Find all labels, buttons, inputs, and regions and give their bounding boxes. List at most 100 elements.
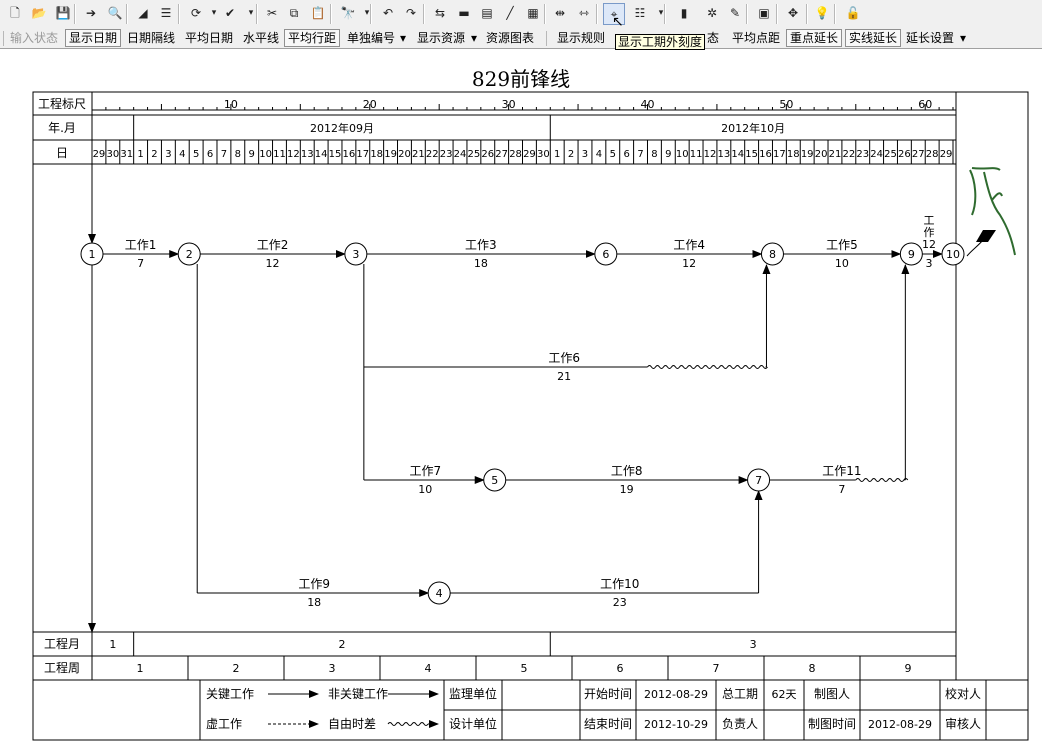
building-icon[interactable]: ▦ [527,6,539,20]
show-resource-dropdown-icon[interactable]: ▾ [471,31,478,45]
node-3[interactable] [344,242,368,266]
day-cell: 25 [884,149,897,160]
network-icon[interactable]: ⇆ [434,6,446,20]
show-resource-button[interactable]: 显示资源 [417,31,466,45]
day-cell: 16 [759,149,772,160]
task-name-2: 工作2 [257,238,289,252]
ruler-tick-label: 50 [779,98,793,111]
options-toolbar: 输入状态 显示日期 日期隔线 平均日期 水平线 平均行距 单独编号 ▾ 显示资源… [0,29,1042,49]
avg-date-button[interactable]: 平均日期 [185,31,234,45]
day-cell: 21 [829,149,842,160]
bar-red-icon[interactable]: ▬ [458,6,470,20]
merge-icon[interactable]: ⇿ [578,6,590,20]
key-extend-button[interactable]: 重点延长 [786,29,843,47]
find-icon[interactable]: 🔭 [340,6,356,20]
node-1[interactable] [80,242,104,266]
task-name-8: 工作7 [409,464,441,478]
split-icon[interactable]: ⇹ [554,6,566,20]
find-dropdown-icon[interactable]: ▾ [364,8,370,18]
new-icon[interactable]: 🗋 [10,6,20,20]
legend-free-float: 自由时差 [328,717,376,731]
day-cell: 29 [940,149,953,160]
undo-icon[interactable]: ↶ [382,6,394,20]
single-number-dropdown-icon[interactable]: ▾ [400,31,407,45]
day-cell: 9 [665,149,671,160]
single-number-button[interactable]: 单独编号 [347,31,396,45]
day-cell: 18 [370,149,383,160]
day-cell: 8 [651,149,657,160]
end-time-label: 结束时间 [584,717,632,731]
open-icon[interactable]: 📂 [31,6,47,20]
bulb-icon[interactable]: 💡 [814,6,830,20]
paste-icon[interactable]: 📋 [310,6,326,20]
node-8[interactable] [760,242,784,266]
line-icon[interactable]: ╱ [506,6,514,20]
day-cell: 18 [787,149,800,160]
day-cell: 19 [801,149,814,160]
separator [178,4,180,24]
print-preview-icon[interactable]: 🔍 [107,6,123,20]
day-cell: 13 [301,149,314,160]
chart-icon[interactable]: ▮ [680,6,688,20]
project-week-cell: 1 [137,662,144,675]
day-cell: 29 [93,149,106,160]
tooltip: 显示工期外刻度 [615,34,706,50]
node-9[interactable] [899,242,923,266]
redo-icon[interactable]: ↷ [405,6,417,20]
move-icon[interactable]: ✥ [787,6,799,20]
input-state-button[interactable]: 输入状态 [10,31,59,45]
node-4[interactable] [427,581,451,605]
format-icon[interactable]: ☰ [160,6,172,20]
avg-row-button[interactable]: 平均行距 [284,29,341,47]
mouse-cursor-icon: ↖ [612,14,624,30]
date-gap-button[interactable]: 日期隔线 [127,31,176,45]
check-icon[interactable]: ✔ [224,6,236,20]
align-icon[interactable]: ☷ [634,6,646,20]
triangle-icon[interactable]: ◢ [138,6,148,20]
day-cell: 26 [481,149,494,160]
day-cell: 19 [384,149,397,160]
designer-label: 设计单位 [449,716,497,731]
ruler-tick-label: 60 [918,98,932,111]
resource-icon[interactable]: ✲ [706,6,718,20]
show-rule-button[interactable]: 显示规则 [557,31,606,45]
task-duration-3: 18 [474,257,488,270]
drawer-label: 制图人 [814,687,850,701]
hline-button[interactable]: 水平线 [243,31,280,45]
align-dropdown-icon[interactable]: ▾ [658,8,664,18]
monitor-icon[interactable]: ▣ [758,6,770,20]
day-cell: 27 [495,149,508,160]
extend-settings-button[interactable]: 延长设置 [906,31,955,45]
time-scale-icon[interactable]: ⌖ [603,3,625,25]
node-5[interactable] [483,468,507,492]
node-6[interactable] [594,242,618,266]
node-2[interactable] [177,242,201,266]
day-cell: 16 [343,149,356,160]
bar-list-icon[interactable]: ▤ [481,6,493,20]
day-cell: 10 [676,149,689,160]
handwriting-scribble [969,167,1016,256]
extend-settings-dropdown-icon[interactable]: ▾ [960,31,967,45]
refresh-icon[interactable]: ⟳ [190,6,202,20]
cut-icon[interactable]: ✂ [266,6,278,20]
save-icon[interactable]: 💾 [55,6,71,20]
day-cell: 14 [731,149,744,160]
real-extend-button[interactable]: 实线延长 [845,29,902,47]
separator [370,4,372,24]
node-label-1: 1 [89,248,96,261]
show-date-button[interactable]: 显示日期 [65,29,122,47]
unlock-icon[interactable]: 🔓 [845,6,861,20]
refresh-dropdown-icon[interactable]: ▾ [211,8,217,18]
project-month-cell: 3 [750,638,757,651]
check-dropdown-icon[interactable]: ▾ [248,8,254,18]
ruler-tick-label: 40 [640,98,654,111]
state-button[interactable]: 态 [707,31,720,45]
avg-point-button[interactable]: 平均点距 [732,31,781,45]
node-10[interactable] [941,242,965,266]
node-7[interactable] [747,468,771,492]
edit-icon[interactable]: ✎ [729,6,741,20]
node-label-5: 5 [491,474,498,487]
resource-chart-button[interactable]: 资源图表 [486,31,535,45]
copy-icon[interactable]: ⧉ [289,6,299,20]
export-icon[interactable]: ➔ [85,6,97,20]
